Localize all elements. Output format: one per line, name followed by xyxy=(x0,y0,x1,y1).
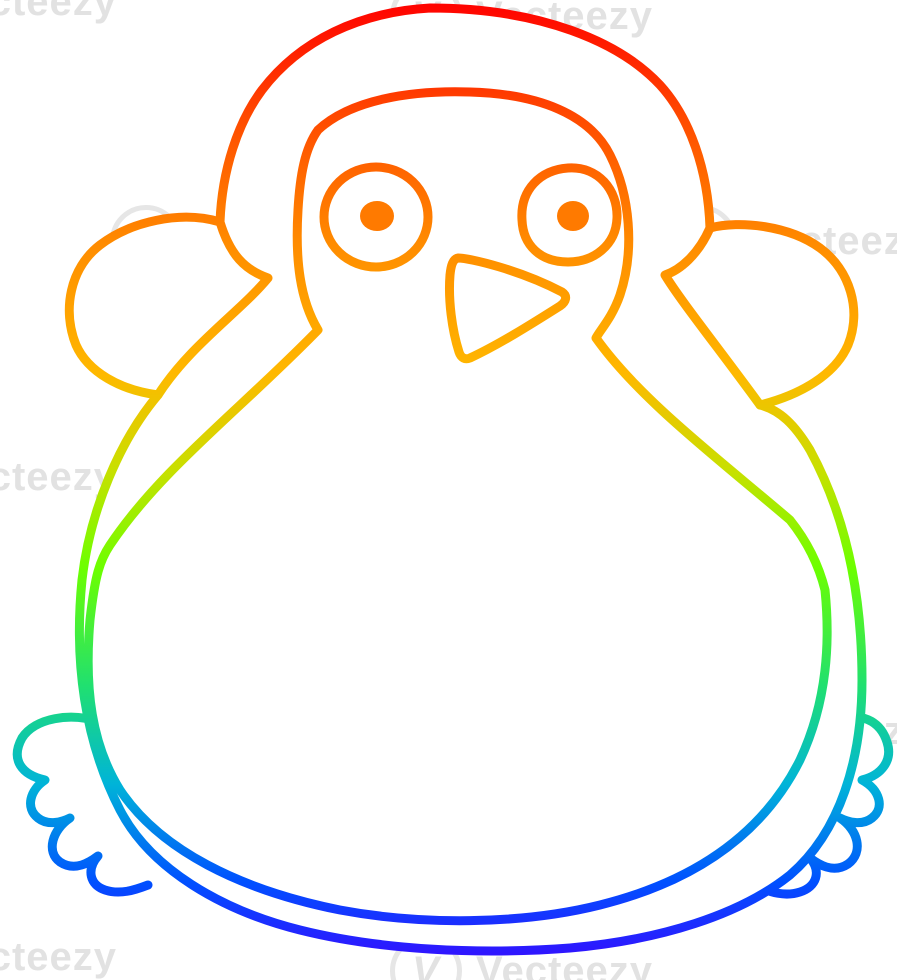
beak xyxy=(445,253,571,364)
left-pupil xyxy=(360,201,394,231)
left-foot xyxy=(12,712,153,897)
face-patch xyxy=(83,87,832,926)
right-pupil xyxy=(557,201,589,231)
left-flipper-edge xyxy=(153,217,273,400)
right-flipper-edge xyxy=(660,223,765,410)
